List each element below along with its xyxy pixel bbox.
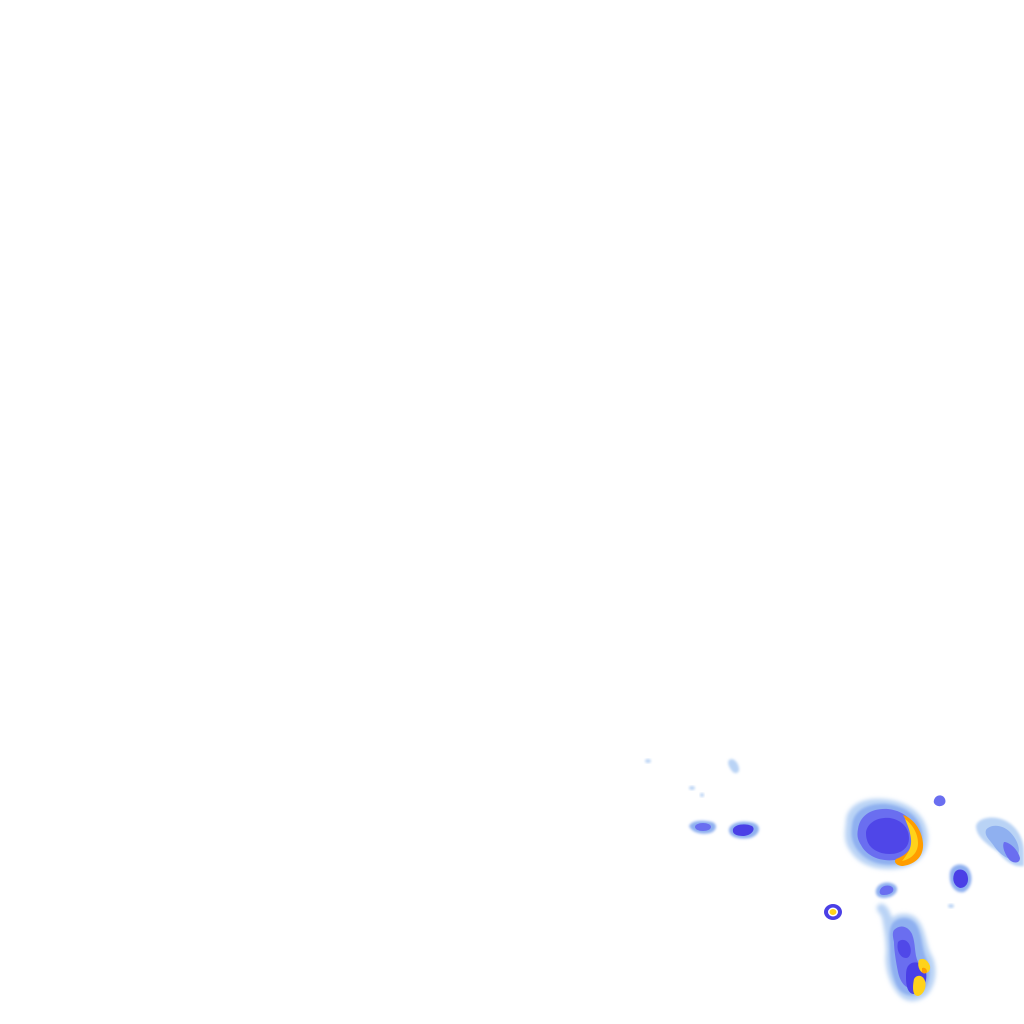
storm-cell-south xyxy=(876,903,936,1002)
storm-cell-main xyxy=(845,798,928,870)
echo-speck-small xyxy=(689,786,704,797)
storm-core-yellow xyxy=(902,819,918,861)
echo-speck-north xyxy=(728,759,740,774)
echo-blob-west-b xyxy=(728,821,759,839)
echo-blob-west-a xyxy=(689,820,716,834)
echo-speck-far-west xyxy=(645,759,651,763)
echo-blob-east xyxy=(948,864,972,908)
echo-small-center xyxy=(875,882,898,898)
echo-core-ring xyxy=(824,904,842,920)
echo-cluster-east-edge xyxy=(976,817,1024,867)
storm-south-core-yellow-lower xyxy=(913,975,926,996)
storm-south-core-yellow-upper xyxy=(918,958,931,974)
echo-small-north-east xyxy=(933,795,946,807)
storm-core-orange xyxy=(894,815,924,866)
